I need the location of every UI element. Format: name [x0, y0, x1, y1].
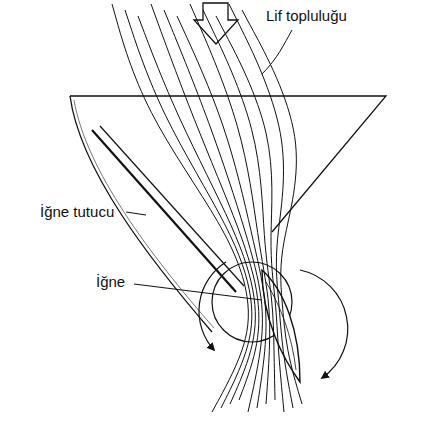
fiber — [229, 4, 293, 408]
fiber — [112, 4, 248, 412]
leader-line — [134, 284, 262, 300]
part-label: Lif topluluğu — [266, 8, 347, 25]
fiber — [177, 16, 266, 408]
leader-line — [126, 212, 146, 215]
fiber — [151, 4, 259, 400]
rotation-arrow — [199, 262, 226, 350]
part-label: İğne — [96, 274, 125, 291]
fiber-bundle — [112, 4, 302, 412]
fiber — [242, 10, 302, 404]
rotation-arrow — [300, 270, 348, 378]
holder-outline — [70, 96, 386, 232]
leader-line — [262, 30, 292, 74]
part-label: İğne tutucu — [40, 204, 114, 221]
fiber — [216, 16, 284, 412]
leader-lines — [126, 30, 292, 300]
fiber — [138, 16, 255, 404]
fiber — [203, 10, 275, 400]
fiber — [164, 10, 262, 412]
